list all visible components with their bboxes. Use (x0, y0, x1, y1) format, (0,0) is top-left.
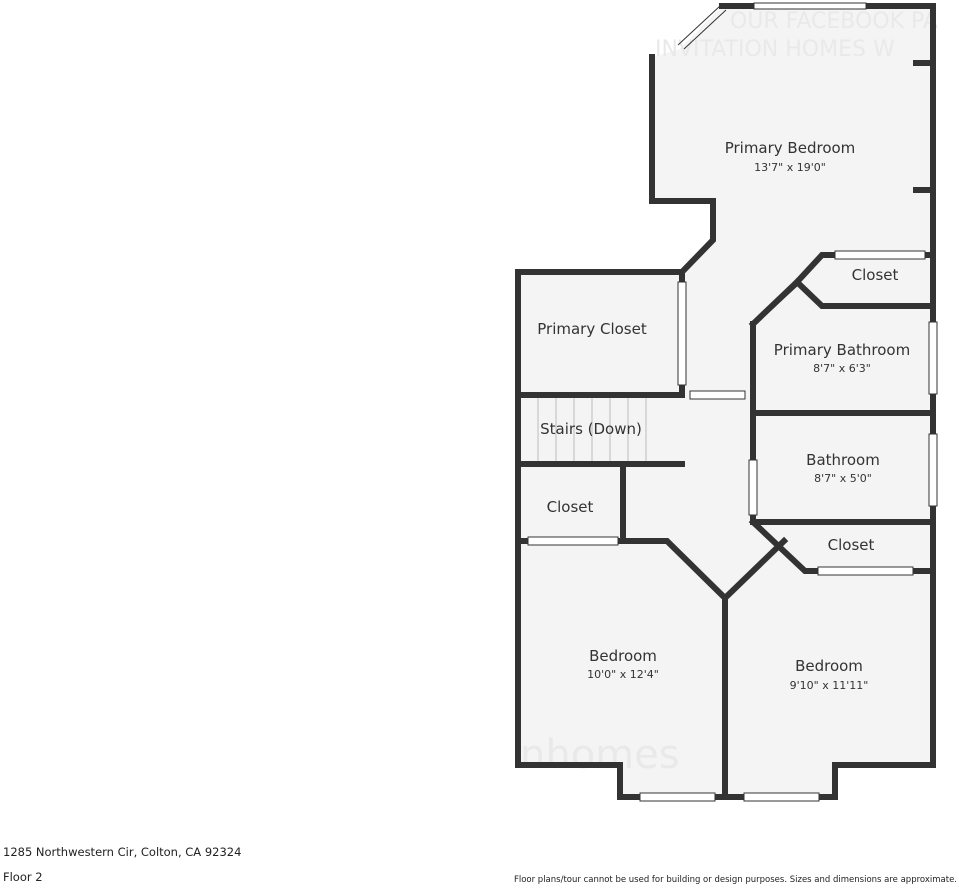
room-closet-left: Closet (547, 498, 594, 516)
svg-text:Closet: Closet (852, 266, 899, 284)
svg-text:10'0" x 12'4": 10'0" x 12'4" (587, 668, 659, 681)
watermark-bottom: nhomes (520, 732, 680, 778)
disclaimer-text: Floor plans/tour cannot be used for buil… (513, 875, 957, 885)
room-closet-right: Closet (828, 536, 875, 554)
room-primary-closet: Primary Closet (537, 320, 647, 338)
room-bedroom-right: Bedroom 9'10" x 11'11" (790, 657, 869, 692)
room-closet-primary: Closet (852, 266, 899, 284)
svg-text:Closet: Closet (547, 498, 594, 516)
svg-text:Primary Bathroom: Primary Bathroom (774, 341, 910, 359)
property-address: 1285 Northwestern Cir, Colton, CA 92324 (3, 845, 242, 859)
svg-text:8'7" x 5'0": 8'7" x 5'0" (814, 472, 872, 485)
watermark-top-1: OUR FACEBOOK PA (730, 9, 938, 34)
diagonal-windows (677, 5, 798, 595)
svg-text:Primary Bedroom: Primary Bedroom (725, 139, 856, 157)
svg-text:Bathroom: Bathroom (806, 451, 880, 469)
svg-text:Closet: Closet (828, 536, 875, 554)
room-primary-bathroom: Primary Bathroom 8'7" x 6'3" (774, 341, 910, 375)
svg-text:Bedroom: Bedroom (795, 657, 863, 675)
outer-walls (515, 3, 936, 800)
windows (527, 2, 938, 802)
svg-text:Primary Closet: Primary Closet (537, 320, 647, 338)
svg-text:13'7" x 19'0": 13'7" x 19'0" (754, 161, 826, 174)
stair-treads (537, 398, 647, 462)
room-bathroom: Bathroom 8'7" x 5'0" (806, 451, 880, 485)
svg-text:9'10" x 11'11": 9'10" x 11'11" (790, 679, 869, 692)
floor-label: Floor 2 (3, 870, 43, 884)
svg-text:Bedroom: Bedroom (589, 647, 657, 665)
floor-fill (518, 6, 933, 797)
room-bedroom-left: Bedroom 10'0" x 12'4" (587, 647, 659, 681)
room-stairs: Stairs (Down) (540, 420, 642, 438)
svg-text:Stairs (Down): Stairs (Down) (540, 420, 642, 438)
svg-text:8'7" x 6'3": 8'7" x 6'3" (813, 362, 871, 375)
watermark-top-2: INVITATION HOMES W (655, 37, 895, 62)
room-primary-bedroom: Primary Bedroom 13'7" x 19'0" (725, 139, 856, 174)
